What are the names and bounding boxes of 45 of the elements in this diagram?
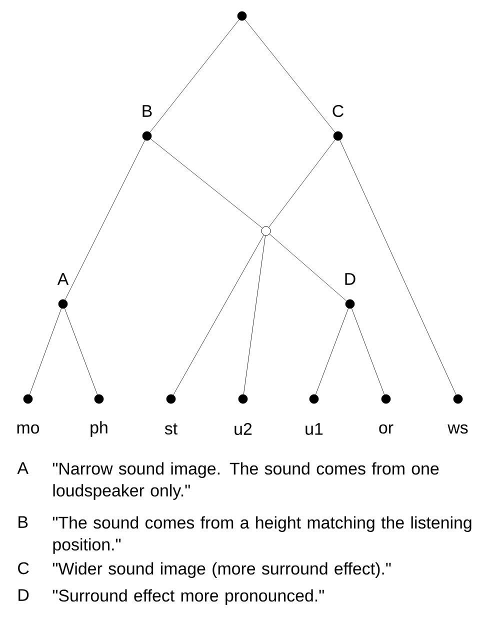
node-label: u1 xyxy=(306,423,323,435)
node-label: A xyxy=(57,273,69,285)
connector-line xyxy=(269,234,347,302)
key-description: "Wider sound image (more surround effect)." xyxy=(52,562,391,578)
key-description: "The sound comes from a height matching the listening position." xyxy=(52,516,472,554)
connector-line xyxy=(243,236,266,395)
connector-line xyxy=(150,138,262,228)
key-letter: A xyxy=(17,462,28,474)
connector-line xyxy=(64,140,146,300)
tree-node-dot xyxy=(453,394,463,404)
connector-line xyxy=(315,308,349,395)
connector-line xyxy=(150,19,240,132)
connector-line xyxy=(173,234,264,396)
node-label: B xyxy=(142,105,152,117)
tree-node-dot xyxy=(309,394,319,404)
junction-circle xyxy=(261,226,271,236)
key-letter: C xyxy=(18,562,29,574)
tree-node-dot xyxy=(381,394,391,404)
node-label: ws xyxy=(448,424,468,434)
tree-node-dot xyxy=(333,131,343,141)
tree-node-dot xyxy=(142,131,152,141)
key-letter: B xyxy=(18,516,28,528)
node-label: or xyxy=(379,424,394,434)
connector-line xyxy=(29,308,62,395)
connector-line xyxy=(268,140,336,228)
tree-node-dot xyxy=(58,299,68,309)
connector-line xyxy=(64,308,98,395)
tree-node-dot xyxy=(94,394,104,404)
node-label: D xyxy=(345,273,356,285)
node-label: st xyxy=(164,423,178,435)
connector-line xyxy=(244,19,336,133)
tree-node-dot xyxy=(345,299,355,309)
node-label: ph xyxy=(90,421,108,437)
key-description: "Narrow sound image. The sound comes from one loudspeaker only." xyxy=(52,462,439,500)
tree-node-dot xyxy=(166,394,176,404)
tree-node-dot xyxy=(238,394,248,404)
key-letter: D xyxy=(18,589,29,601)
connector-line xyxy=(351,308,385,395)
connector-line xyxy=(340,140,456,395)
tree-node-dot xyxy=(237,11,247,21)
node-label: mo xyxy=(17,424,40,434)
key-description: "Surround effect more pronounced." xyxy=(52,589,324,605)
node-label: u2 xyxy=(234,423,252,435)
tree-node-dot xyxy=(23,394,33,404)
node-label: C xyxy=(332,105,344,117)
